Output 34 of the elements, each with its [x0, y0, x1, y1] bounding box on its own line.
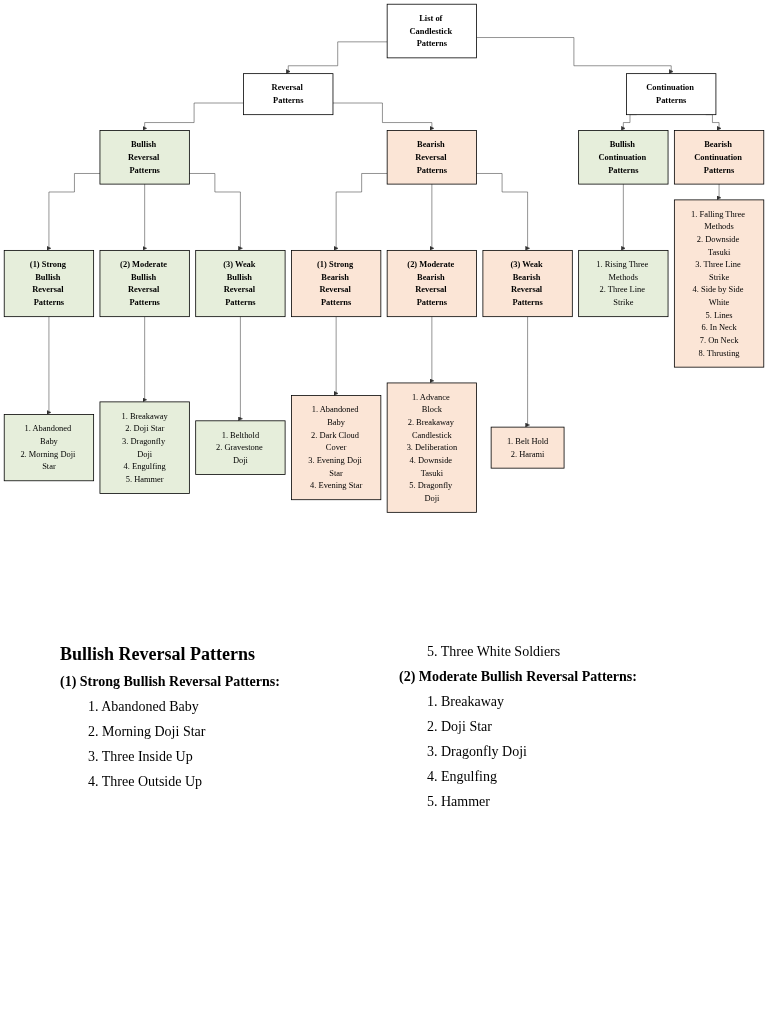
list-item: 4. Three Outside Up — [87, 774, 204, 790]
node-box: (2) Moderate Bearish Reversal Patterns — [386, 250, 477, 318]
node-box: 1. Falling Three Methods 2. Downside Tasuki 3. Three Line Strike 4. Side by Side White 5. Lines 6. In Neck 7. On Neck 8. Thrusting — [673, 199, 765, 368]
node-box: Continuation Patterns — [626, 73, 717, 116]
list-item: 5. Three White Soldiers — [426, 644, 562, 660]
list-item: 1. Breakaway — [426, 694, 505, 710]
section-heading: (1) Strong Bullish Reversal Patterns: — [60, 674, 281, 690]
node-box: (1) Strong Bullish Reversal Patterns — [3, 250, 95, 318]
node-box: 1. Breakaway 2. Doji Star 3. Dragonfly Doji 4. Engulfing 5. Hammer — [99, 401, 190, 494]
node-box: (3) Weak Bearish Reversal Patterns — [482, 250, 573, 318]
node-box: (1) Strong Bearish Reversal Patterns — [291, 250, 382, 318]
list-item: 4. Engulfing — [426, 769, 498, 785]
node-box: (2) Moderate Bullish Reversal Patterns — [99, 250, 190, 318]
section-heading: Bullish Reversal Patterns — [60, 644, 256, 665]
node-box: Reversal Patterns — [243, 73, 334, 116]
list-item: 3. Dragonfly Doji — [426, 744, 528, 760]
node-box: 1. Rising Three Methods 2. Three Line Strike — [578, 250, 669, 318]
node-box: 1. Abandoned Baby 2. Morning Doji Star — [3, 414, 95, 482]
node-box: Bullish Reversal Patterns — [99, 130, 190, 185]
node-box: Bullish Continuation Patterns — [578, 130, 669, 185]
node-box: 1. Abandoned Baby 2. Dark Cloud Cover 3. Evening Doji Star 4. Evening Star — [291, 395, 382, 501]
list-item: 2. Doji Star — [426, 719, 493, 735]
list-item: 5. Hammer — [426, 794, 491, 810]
section-heading: (2) Moderate Bullish Reversal Patterns: — [399, 669, 638, 685]
list-item: 1. Abandoned Baby — [87, 699, 200, 715]
node-box: 1. Advance Block 2. Breakaway Candlestick 3. Deliberation 4. Downside Tasuki 5. Dragonfly Doji — [386, 382, 477, 513]
list-item: 3. Three Inside Up — [87, 749, 194, 765]
node-box: Bearish Reversal Patterns — [386, 130, 477, 185]
list-item: 2. Morning Doji Star — [87, 724, 207, 740]
node-box: 1. Belthold 2. Gravestone Doji — [195, 420, 286, 475]
node-box: 1. Belt Hold 2. Harami — [490, 426, 565, 469]
node-box: List of Candlestick Patterns — [386, 3, 477, 59]
node-box: (3) Weak Bullish Reversal Patterns — [195, 250, 286, 318]
node-box: Bearish Continuation Patterns — [673, 130, 765, 185]
